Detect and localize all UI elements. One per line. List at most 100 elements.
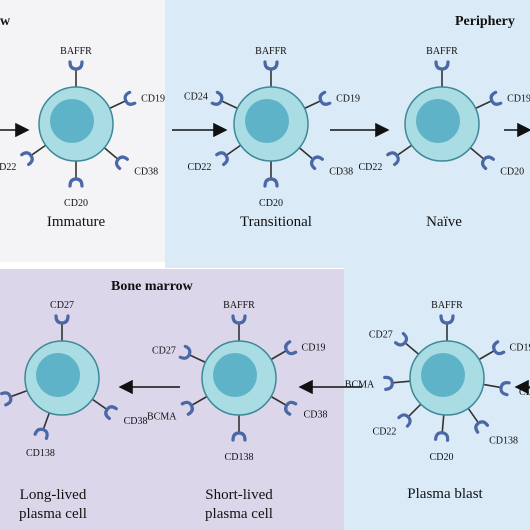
baffr-label: BAFFR [223,300,255,311]
cd20-receptor-icon [480,155,495,171]
cell-long-lived: CD27CD38CD138CD22 [0,300,148,459]
periphery-label: Periphery [455,14,515,29]
stage-label-long-lived: Long-lived plasma cell [19,486,87,524]
stage-label-naive: Naïve [426,214,462,230]
cd22-receptor-stem [396,144,413,157]
baffr-label: BAFFR [426,46,458,57]
cd19-receptor-icon [492,340,506,356]
cd22-receptor-icon [397,413,412,428]
cd38-receptor-stem [103,147,119,160]
short-lived-line2: plasma cell [205,506,273,522]
baffr-label: BAFFR [255,46,287,57]
cd27-receptor-stem [188,354,206,364]
cd19-label: CD19 [141,93,165,104]
cd138-label: CD138 [225,452,254,463]
baffr-receptor-icon [439,314,455,325]
bcma-receptor-stem [190,395,208,407]
cd138-receptor-stem [467,407,480,424]
cell-nucleus [245,99,289,143]
cd27-receptor-icon [54,314,70,325]
baffr-receptor-icon [68,60,84,71]
cd19-label: CD19 [507,93,530,104]
cd20-label: CD20 [259,198,283,209]
stage-label-short-lived: Short-lived plasma cell [205,486,273,524]
bcma-label: BCMA [147,412,177,423]
cd22-receptor-stem [225,144,242,157]
cd19-label: CD19 [336,93,360,104]
cd24-receptor-stem [220,100,238,110]
cd38-receptor-stem [298,147,314,160]
long-lived-line2: plasma cell [19,506,87,522]
cd38-receptor-icon [104,405,118,421]
cd20-receptor-icon [263,177,279,188]
cd38-receptor-icon [499,381,511,397]
cell-nucleus [50,99,94,143]
cd38-receptor-icon [309,155,324,171]
cd22-label: CD22 [358,162,382,173]
cd22-label: CD22 [373,427,397,438]
cd138-receptor-stem [42,412,51,430]
cd38-receptor-stem [483,383,502,389]
cd24-label: CD24 [184,91,208,102]
cd20-label: CD20 [500,166,524,177]
cd38-label: CD38 [124,416,148,427]
cd19-receptor-stem [475,100,493,110]
cd22-receptor-stem [30,144,47,157]
cd24-receptor-icon [210,90,224,106]
cd27-label: CD27 [50,300,74,311]
cd22-receptor-icon [20,151,34,167]
cd138-receptor-icon [474,420,490,434]
cd22-receptor-icon [0,391,13,407]
cd38-label: CD38 [329,166,353,177]
long-lived-line1: Long-lived [19,487,87,503]
cell-plasma-blast: BAFFRCD27CD19CD38BCMACD22CD20CD138 [345,300,530,463]
cd19-receptor-stem [270,349,288,361]
cd38-receptor-stem [270,395,288,407]
cd38-label: CD38 [304,410,328,421]
baffr-receptor-icon [434,60,450,71]
baffr-receptor-icon [263,60,279,71]
cell-immature: BAFFRCD19CD38CD20CD22 [0,46,165,209]
cd27-receptor-icon [178,344,192,360]
bcma-label: BCMA [345,379,375,390]
cd22-label: CD22 [0,162,16,173]
short-lived-line1: Short-lived [205,487,273,503]
cd138-label: CD138 [26,448,55,459]
cd19-receptor-icon [284,340,298,356]
cd27-receptor-icon [394,331,409,347]
bcma-receptor-icon [180,400,194,416]
cd20-receptor-stem [469,147,485,160]
bcma-receptor-icon [383,375,394,391]
cd138-receptor-icon [231,431,247,442]
cd27-label: CD27 [152,345,176,356]
cd19-receptor-stem [304,100,322,110]
baffr-receptor-icon [231,314,247,325]
cd19-receptor-icon [489,90,503,106]
bcma-receptor-stem [392,380,411,384]
cell-nucleus [36,353,80,397]
cell-nucleus [416,99,460,143]
stage-label-transitional: Transitional [240,214,312,230]
cd38-receptor-icon [284,400,298,416]
stage-label-immature: Immature [46,214,106,230]
cd38-label: CD38 [519,387,530,398]
cd20-receptor-icon [434,431,450,442]
cd22-receptor-icon [386,151,400,167]
cell-nucleus [421,353,465,397]
cd38-receptor-stem [91,398,108,411]
cd19-label: CD19 [510,343,530,354]
cd19-label: CD19 [302,343,326,354]
bone-marrow-label: Bone marrow [111,279,193,294]
cd38-receptor-icon [114,155,129,171]
cd20-receptor-stem [441,414,445,433]
cd22-receptor-stem [10,389,28,398]
cd22-receptor-stem [407,403,422,418]
stage-label-plasma-blast: Plasma blast [407,486,483,502]
cd138-label: CD138 [489,436,518,447]
cd22-receptor-icon [215,151,229,167]
cd20-label: CD20 [64,198,88,209]
